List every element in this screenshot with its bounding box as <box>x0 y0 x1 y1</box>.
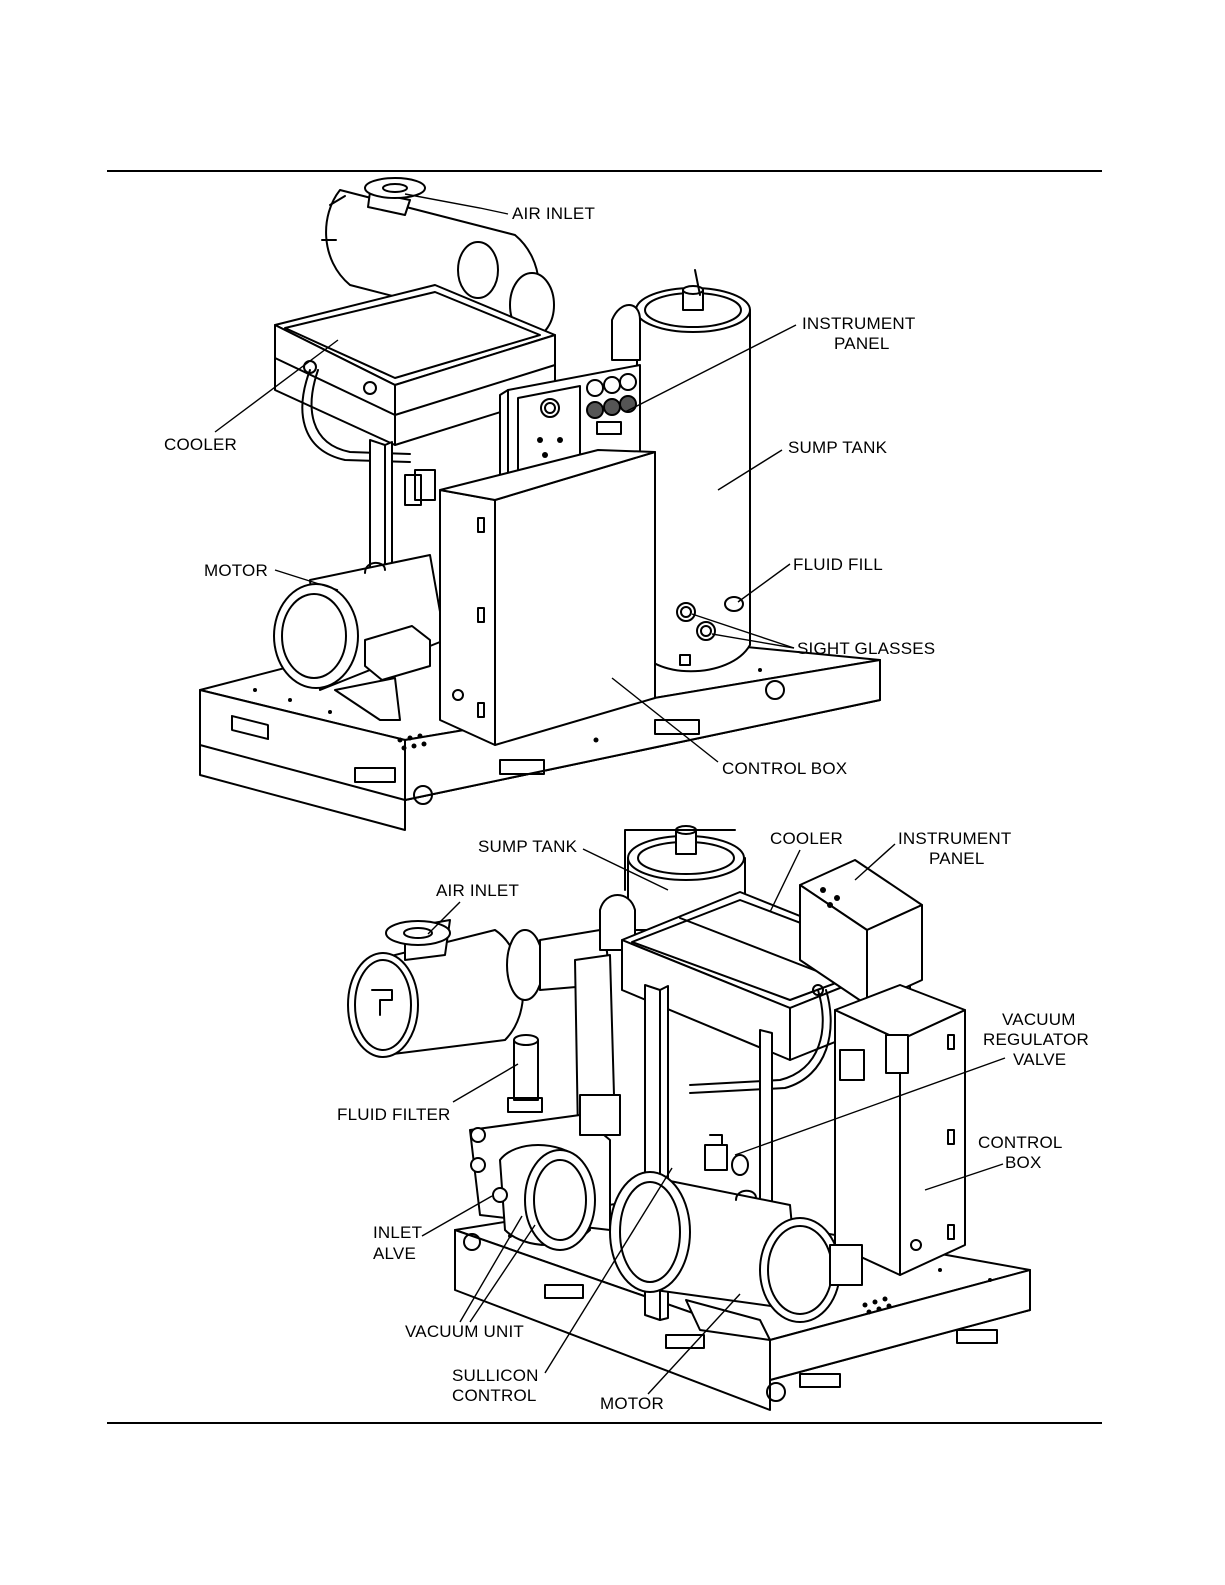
bottom-label-vacuum-regulator-valve-line1: VACUUM <box>1002 1010 1076 1030</box>
bottom-label-vacuum-regulator-valve-line2: REGULATOR <box>983 1030 1089 1050</box>
bottom-label-fluid-filter: FLUID FILTER <box>337 1105 451 1125</box>
bottom-label-instrument-panel-line1: INSTRUMENT <box>898 829 1011 849</box>
bottom-label-instrument-panel-line2: PANEL <box>929 849 985 869</box>
bottom-label-sump-tank: SUMP TANK <box>478 837 577 857</box>
bottom-control-box <box>835 985 965 1275</box>
bottom-label-inlet-valve-line2: ALVE <box>373 1244 416 1264</box>
bottom-label-motor: MOTOR <box>600 1394 664 1414</box>
bottom-label-sullicon-control-line2: CONTROL <box>452 1386 537 1406</box>
bottom-label-air-inlet: AIR INLET <box>436 881 519 901</box>
bottom-label-control-box-line2: BOX <box>1005 1153 1042 1173</box>
bottom-label-cooler: COOLER <box>770 829 843 849</box>
bottom-label-inlet-valve-line1: INLET <box>373 1223 422 1243</box>
bottom-label-vacuum-unit: VACUUM UNIT <box>405 1322 524 1342</box>
bottom-fluid-filter <box>508 1035 542 1112</box>
bottom-vacuum-regulator-valve <box>705 1135 748 1175</box>
bottom-label-sullicon-control-line1: SULLICON <box>452 1366 539 1386</box>
bottom-label-control-box-line1: CONTROL <box>978 1133 1063 1153</box>
bottom-label-vacuum-regulator-valve-line3: VALVE <box>1013 1050 1066 1070</box>
